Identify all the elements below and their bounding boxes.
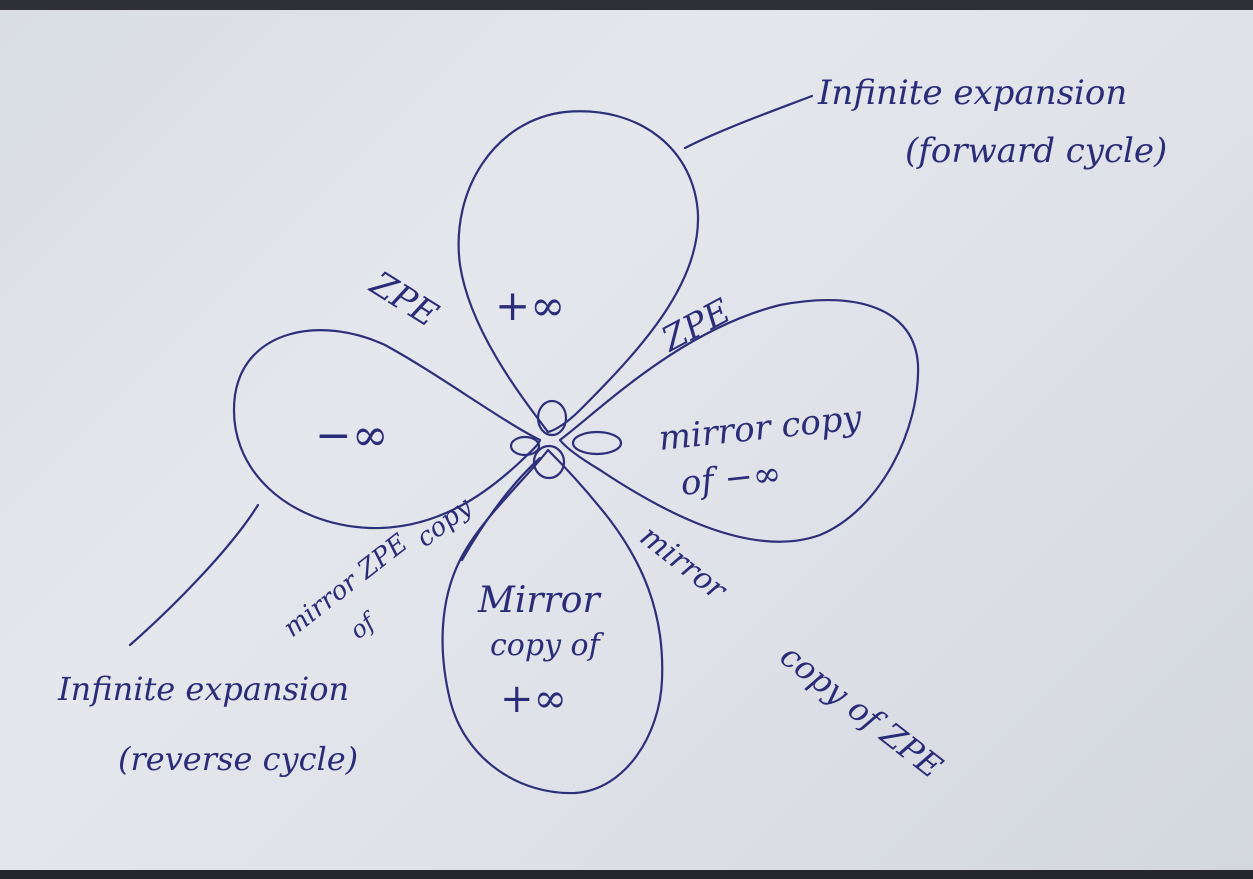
- label-bottom-line2: copy of: [490, 628, 605, 663]
- label-bottom-line1: Mirror: [477, 580, 601, 621]
- label-lower-left-line3: of: [344, 606, 383, 645]
- annotation-top-line1: Infinite expansion: [817, 73, 1127, 113]
- center-loop-bottom: [532, 444, 566, 480]
- label-lower-right-line2: copy of ZPE: [773, 636, 950, 786]
- annotation-bottom-line2: (reverse cycle): [118, 740, 358, 778]
- center-loop-right: [571, 430, 623, 456]
- label-bottom-line3: +∞: [500, 676, 567, 722]
- pointer-line-top: [683, 94, 814, 150]
- center-stem-lower-left: [460, 456, 542, 562]
- photo-edge-top: [0, 0, 1253, 10]
- petal-left: [232, 329, 542, 530]
- petal-top: [457, 110, 700, 434]
- annotation-bottom-line1: Infinite expansion: [57, 670, 349, 708]
- label-zpe-upper-right: ZPE: [655, 291, 738, 360]
- label-right-line1: mirror copy: [657, 398, 864, 459]
- label-plus-infinity: +∞: [495, 281, 565, 330]
- petal-right: [558, 299, 920, 543]
- center-loop-left: [509, 435, 541, 457]
- center-loop-top: [536, 399, 568, 437]
- annotation-top-line2: (forward cycle): [905, 131, 1167, 171]
- label-lower-left-line2: mirror ZPE: [278, 528, 414, 643]
- label-zpe-upper-left: ZPE: [362, 263, 445, 335]
- photo-edge-bottom: [0, 870, 1253, 879]
- pointer-line-bottom: [128, 503, 260, 647]
- label-minus-infinity: −∞: [315, 410, 389, 461]
- petal-bottom: [441, 448, 664, 795]
- label-right-line2: of −∞: [679, 454, 783, 504]
